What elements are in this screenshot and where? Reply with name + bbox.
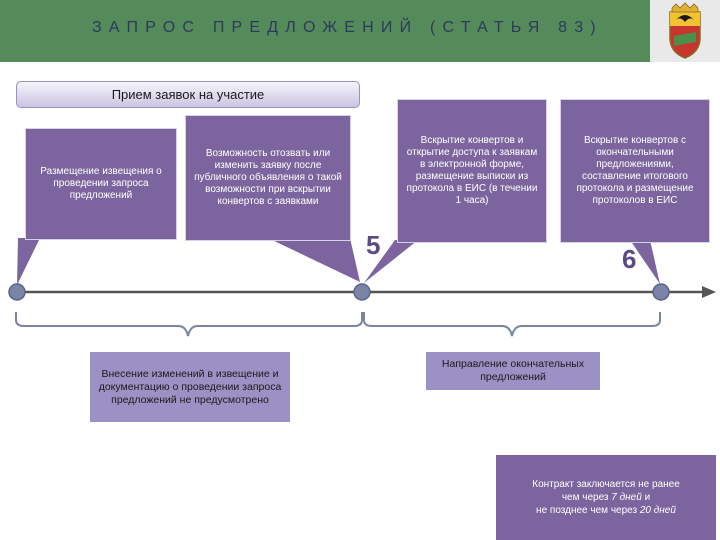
timeline-node-start [8, 283, 26, 301]
contract-min-days: 7 дней [611, 492, 642, 503]
timeline-node-final [652, 283, 670, 301]
brace-first-period [15, 312, 363, 337]
callout-notice: Размещение извещения о проведении запрос… [26, 129, 176, 239]
final-offers-text: Направление окончательных предложений [441, 358, 585, 383]
callout-final-tail [630, 240, 660, 284]
header-band [0, 0, 650, 62]
contract-max-days: 20 дней [639, 505, 676, 516]
final-offers-box: Направление окончательных предложений [426, 352, 600, 390]
callout-opening: Вскрытие конвертов и открытие доступа к … [398, 100, 546, 242]
timeline-arrow [702, 286, 716, 298]
city-coat-of-arms-icon [669, 2, 701, 59]
step-number-5: 5 [366, 230, 381, 260]
callout-withdraw-tail [268, 238, 360, 282]
contract-line-2: чем через 7 дней и [562, 491, 650, 504]
brace-second-period [363, 312, 661, 337]
reception-period-bar: Прием заявок на участие [16, 81, 360, 108]
header: ЗАПРОС ПРЕДЛОЖЕНИЙ (СТАТЬЯ 83) [0, 0, 720, 62]
page-title: ЗАПРОС ПРЕДЛОЖЕНИЙ (СТАТЬЯ 83) [92, 19, 603, 36]
callout-notice-text: Размещение извещения о проведении запрос… [40, 166, 162, 201]
no-changes-text: Внесение изменений в извещение и докумен… [98, 367, 282, 406]
contract-box: Контракт заключается не ранее чем через … [496, 455, 716, 540]
callout-withdraw: Возможность отозвать или изменить заявку… [186, 116, 350, 240]
callout-opening-tail [364, 240, 418, 283]
callout-final-opening-text: Вскрытие конвертов с окончательными пред… [576, 135, 694, 206]
callout-notice-tail [17, 238, 40, 285]
contract-line-1: Контракт заключается не ранее [532, 479, 680, 490]
callout-final-opening: Вскрытие конвертов с окончательными пред… [561, 100, 709, 242]
contract-line-3: не позднее чем через 20 дней [536, 504, 676, 517]
no-changes-box: Внесение изменений в извещение и докумен… [90, 352, 290, 422]
callout-withdraw-text: Возможность отозвать или изменить заявку… [194, 148, 342, 207]
contract-line-3-prefix: не позднее чем через [536, 505, 640, 516]
contract-line-2-suffix: и [641, 492, 651, 503]
timeline-node-opening [353, 283, 371, 301]
callout-opening-text: Вскрытие конвертов и открытие доступа к … [406, 135, 538, 206]
contract-line-2-prefix: чем через [561, 492, 612, 503]
step-number-6: 6 [622, 244, 637, 274]
